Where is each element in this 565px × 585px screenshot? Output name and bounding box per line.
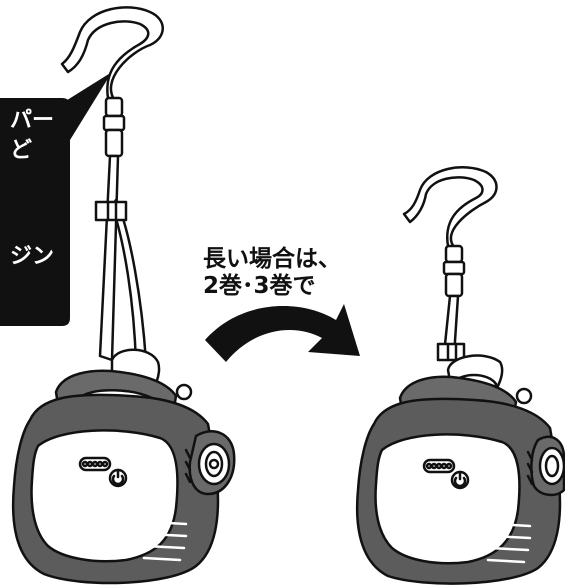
hook-left [60, 6, 164, 103]
callout-line-3: ジン [10, 244, 55, 269]
callout-line-2: ど [10, 138, 33, 163]
lantern-left [11, 6, 236, 585]
lantern-panel-right [374, 433, 521, 565]
callout-bubble [0, 72, 112, 326]
caption-line-1: 長い場合は、 [203, 246, 341, 272]
caption: 長い場合は、 2巻･3巻で [203, 246, 341, 300]
hook-right [402, 166, 498, 250]
curved-arrow [205, 304, 360, 362]
callout-line-1: パー [10, 108, 55, 133]
lantern-right [355, 166, 565, 585]
caption-line-2: 2巻･3巻で [203, 273, 316, 299]
lantern-panel-left [30, 429, 179, 563]
